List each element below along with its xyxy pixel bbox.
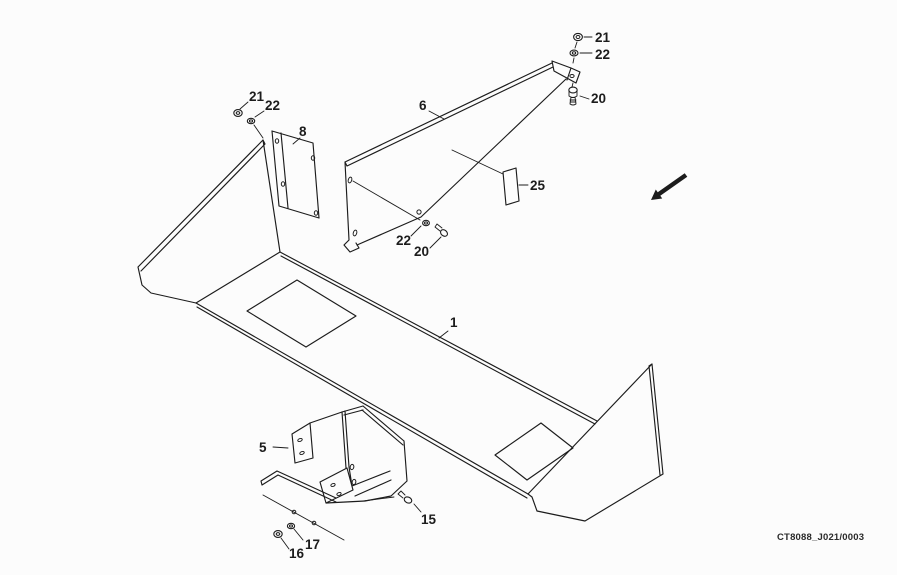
callout-22-mid: 22 [396,233,411,248]
tray-cutout-right [494,422,574,481]
bolt-15-shaft [397,490,406,499]
callout-22-left: 22 [265,98,280,113]
callout-22-top: 22 [595,47,610,62]
leader-21-left [239,101,249,110]
nut-21-top-bore [575,35,581,39]
callout-17: 17 [305,537,320,552]
leader-22-mid [410,225,422,237]
callout-15: 15 [421,512,437,527]
panel-end-bracket [551,60,581,84]
panel-slot-lower [352,229,358,237]
plate-8-hole-3 [310,155,316,161]
bracket-slot-1 [349,463,355,471]
nut-21-top [573,32,583,42]
panel-slot-upper [347,176,353,184]
direction-arrow-icon [651,173,688,200]
panel-outline [343,62,567,253]
callout-labels: 1 5 6 8 15 16 17 20 20 21 21 22 22 22 25 [249,30,611,561]
axis-dashes-top [571,41,578,88]
callout-1: 1 [450,315,458,330]
callout-5: 5 [259,440,267,455]
leader-6 [428,110,445,120]
bolt-20-mid-shaft [434,223,443,232]
bolt-20-mid-head [439,229,449,237]
axis-hole-1 [291,509,297,515]
part-25-plate [451,149,529,206]
leader-22-left [254,110,265,118]
callout-16: 16 [289,546,305,561]
leader-16 [280,537,290,550]
part-6-panel [343,60,581,253]
bracket-5-body [309,405,408,504]
washer-22-left-bore [248,119,254,123]
leader-15 [362,496,422,513]
flange-slot-1 [297,437,303,443]
direction-arrow [651,173,688,200]
end-bracket-hole [569,74,575,78]
callout-25: 25 [530,178,546,193]
drawing-code: CT8088_J021/0003 [777,532,864,543]
callout-21-left: 21 [249,89,265,104]
washer-22-left [246,117,256,125]
bracket-slot-2 [351,478,357,486]
nut-21-left [233,109,243,117]
bracket-slot-3 [330,482,336,488]
washer-22-top [569,49,579,57]
plate-8-hole-4 [313,210,319,216]
washer-22-mid [422,219,430,227]
leader-5 [272,446,289,449]
washer-22-top-bore [571,51,577,55]
callout-20-mid: 20 [414,244,429,259]
axis-hole-2 [311,520,317,526]
plate-8-hole-2 [280,181,286,187]
leader-20-mid [429,236,442,249]
hardware-mid [410,219,449,249]
panel-bolt-hole [416,209,422,215]
rod [260,470,337,503]
nut-16-bore [275,532,281,536]
hardware-left [233,101,265,139]
plate-25-outline [502,167,520,206]
part-1-tray [137,139,664,522]
tray-back-rail [279,251,598,425]
plate-8-hole-1 [274,138,280,144]
bolt-15-head [403,496,413,504]
tray-left-wall [137,139,281,304]
bolt-20-top-detail [568,89,578,106]
plate-8-outline [271,130,320,219]
tray-right-wall [527,363,664,522]
bracket-5-flange [291,422,314,464]
leader-1 [438,330,449,339]
bracket-slot-4 [336,491,342,497]
part-8-bracket-plate [271,130,320,219]
hardware-bottom [262,490,422,550]
callout-21-top: 21 [595,30,611,45]
part-5-support-bracket [260,405,408,504]
assembly-axis-mid [352,180,421,221]
washer-17-bore [289,524,293,528]
callout-6: 6 [419,98,427,113]
leader-8 [292,137,301,145]
leader-20-top [579,95,590,100]
washer-22-mid-bore [424,221,428,225]
axis-left [253,124,264,139]
nut-21-left-bore [235,111,241,115]
callout-20-top: 20 [591,91,606,106]
leader-17 [293,528,304,541]
leader-25 [451,149,529,186]
washer-17 [286,522,296,530]
callout-8: 8 [299,124,307,139]
tray-cutout-left [246,279,357,348]
nut-16 [273,530,283,538]
hardware-top-right [568,32,593,106]
flange-slot-2 [299,450,305,456]
axis-bottom [262,494,345,541]
tray-front-edge [195,302,529,499]
bolt-20-top-head [568,86,578,94]
